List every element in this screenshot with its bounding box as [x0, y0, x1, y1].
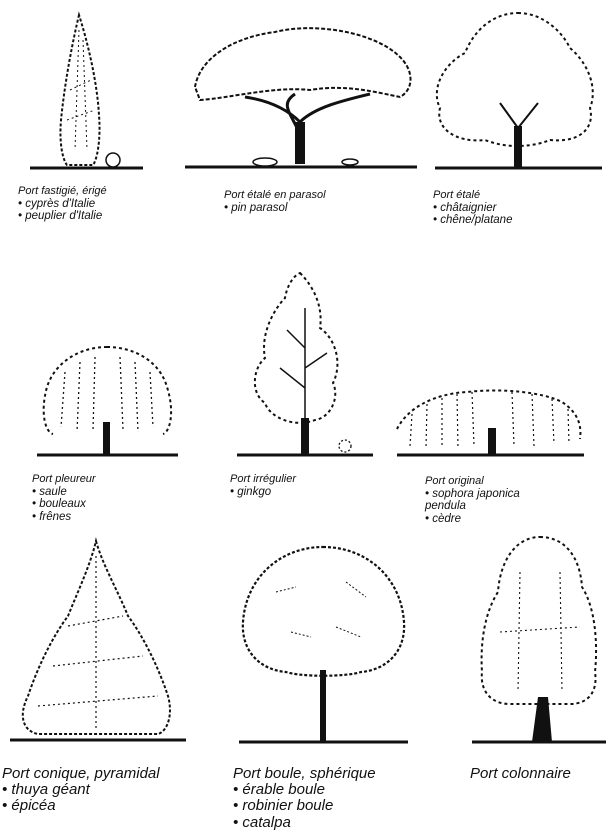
caption-pleureur: Port pleureur • saule • bouleaux • frêne… [32, 474, 96, 523]
irregular-tree-drawing [235, 268, 375, 460]
caption-item: • bouleaux [32, 498, 96, 510]
caption-item: • peuplier d'Italie [18, 210, 107, 222]
caption-item: • épicéa [2, 798, 160, 814]
caption-title: Port original [425, 476, 520, 488]
caption-item: • ginkgo [230, 486, 296, 498]
caption-item: • châtaignier [433, 202, 512, 214]
caption-item: • cèdre [425, 513, 520, 525]
caption-conique: Port conique, pyramidal • thuya géant • … [2, 766, 160, 815]
caption-item: • sophora japonica [425, 488, 520, 500]
caption-item: • pin parasol [224, 202, 326, 214]
caption-boule: Port boule, sphérique • érable boule • r… [233, 766, 376, 831]
caption-parasol: Port étalé en parasol • pin parasol [224, 190, 326, 214]
fastigiate-tree-drawing [25, 10, 145, 175]
caption-original: Port original • sophora japonica pendula… [425, 476, 520, 525]
conical-tree-drawing [8, 536, 188, 748]
parasol-tree-drawing [185, 12, 420, 172]
caption-item: • chêne/platane [433, 214, 512, 226]
caption-item: • cyprès d'Italie [18, 198, 107, 210]
caption-fastigie: Port fastigié, érigé • cyprès d'Italie •… [18, 186, 107, 223]
caption-title: Port étalé [433, 190, 512, 202]
caption-item: • saule [32, 486, 96, 498]
spreading-tree-drawing [430, 8, 605, 173]
caption-irregulier: Port irrégulier • ginkgo [230, 474, 296, 498]
caption-title: Port conique, pyramidal [2, 766, 160, 782]
caption-item: • érable boule [233, 782, 376, 798]
original-tree-drawing [392, 384, 587, 460]
caption-etale: Port étalé • châtaignier • chêne/platane [433, 190, 512, 227]
caption-title: Port boule, sphérique [233, 766, 376, 782]
caption-item: • frênes [32, 511, 96, 523]
caption-title: Port irrégulier [230, 474, 296, 486]
caption-item: • catalpa [233, 815, 376, 831]
caption-title: Port colonnaire [470, 766, 571, 782]
weeping-tree-drawing [35, 342, 180, 460]
caption-title: Port étalé en parasol [224, 190, 326, 202]
caption-item: pendula [425, 500, 520, 512]
ball-tree-drawing [236, 542, 411, 748]
caption-colonnaire: Port colonnaire [470, 766, 571, 782]
caption-item: • robinier boule [233, 798, 376, 814]
caption-item: • thuya géant [2, 782, 160, 798]
columnar-tree-drawing [470, 532, 608, 748]
caption-title: Port pleureur [32, 474, 96, 486]
caption-title: Port fastigié, érigé [18, 186, 107, 198]
